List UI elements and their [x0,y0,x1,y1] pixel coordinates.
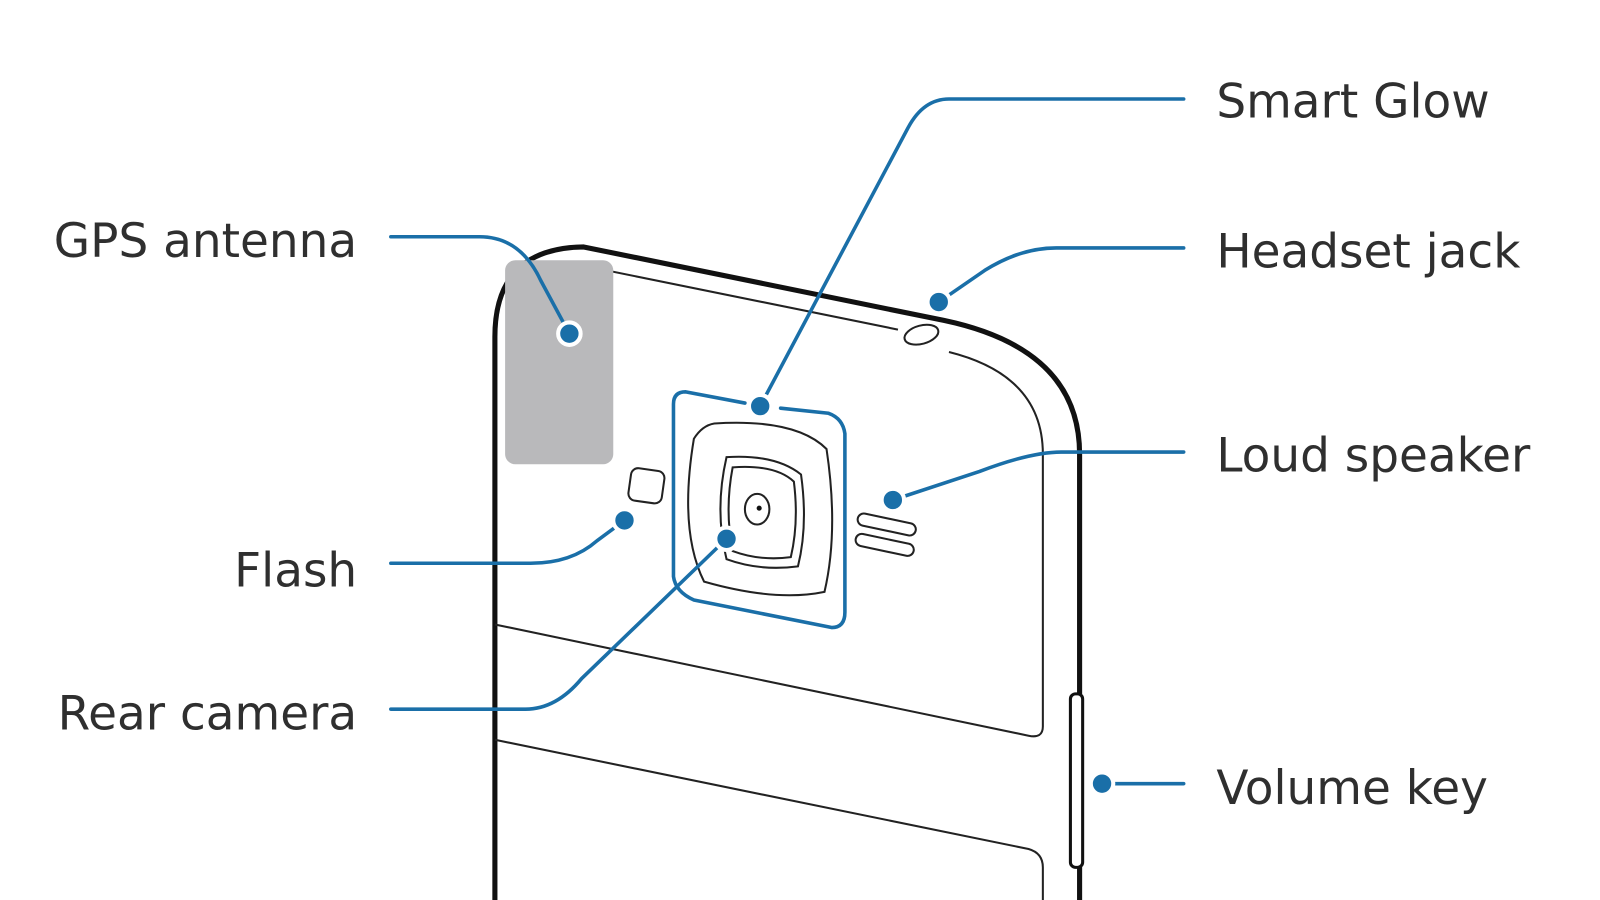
volume-key [1068,692,1085,869]
headset-jack [903,323,940,346]
label-gps-antenna: GPS antenna [54,214,357,269]
leader-lines [389,97,1186,786]
label-volume-key: Volume key [1216,761,1488,816]
gps-antenna-area [505,260,614,465]
loud-speaker-dot [879,486,907,514]
label-headset-jack: Headset jack [1216,224,1521,279]
smart-glow-ring [671,390,847,630]
rear-camera-dot [713,525,740,553]
loud-speaker [854,512,917,557]
phone-body [492,244,1085,900]
smart-glow-dot [746,392,774,420]
volume-key-dot [1088,770,1116,797]
label-flash: Flash [234,544,357,599]
gps-antenna-dot [556,320,583,347]
label-rear-camera: Rear camera [58,687,358,742]
labels: GPS antenna Flash Rear camera Smart Glow… [54,74,1531,816]
flash [627,467,666,505]
headset-jack-dot [925,288,953,316]
label-smart-glow: Smart Glow [1216,74,1489,129]
label-loud-speaker: Loud speaker [1216,428,1531,483]
flash-dot [611,507,638,534]
callout-dots [556,288,1116,797]
rear-camera [687,421,834,597]
